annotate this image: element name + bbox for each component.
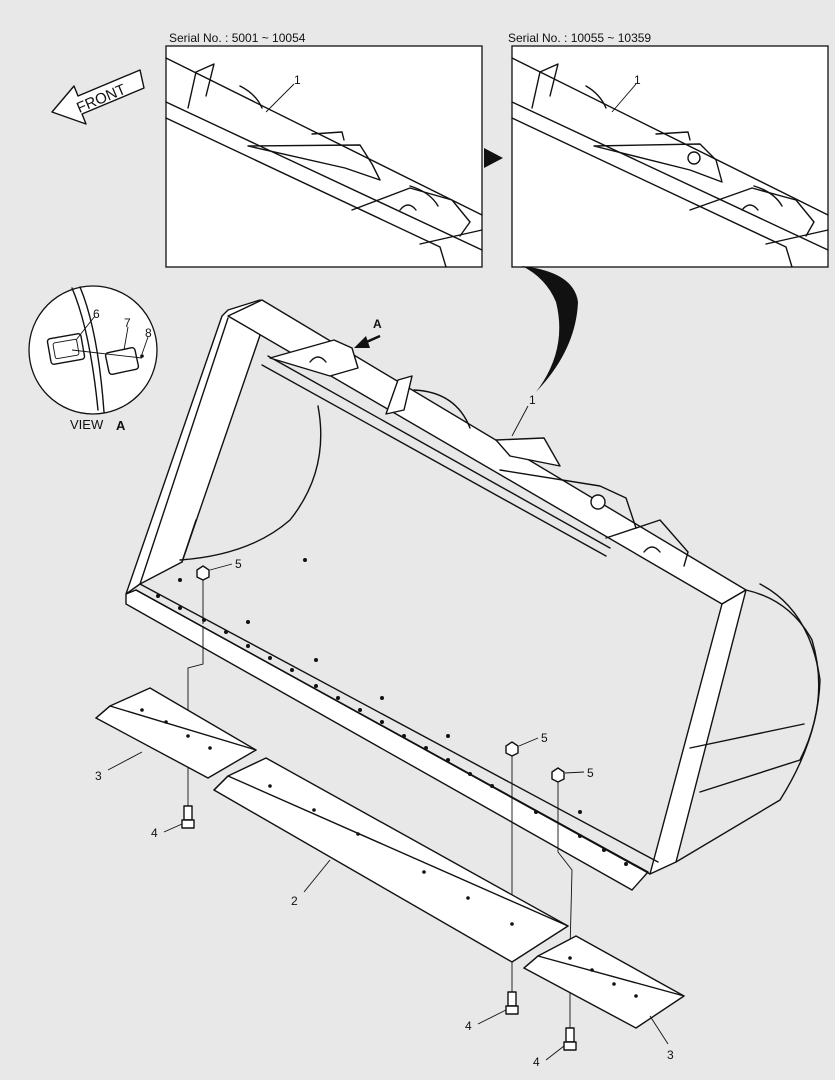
nut-5b: 5 (505, 731, 548, 757)
view-a-label: VIEW (70, 417, 104, 432)
nut-5c: 5 (551, 766, 594, 783)
bolt-4b: 4 (465, 991, 519, 1033)
callout-5b: 5 (541, 731, 548, 745)
cutting-edge-3a: 3 (95, 687, 257, 783)
view-a-marker: A (354, 317, 382, 348)
view-a-letter: A (116, 418, 126, 433)
callout-1: 1 (529, 393, 536, 407)
callout-5a: 5 (235, 557, 242, 571)
callout-3a: 3 (95, 769, 102, 783)
view-a-callout-8: 8 (145, 326, 152, 340)
bolt-4a: 4 (151, 805, 195, 840)
view-a-callout-7: 7 (124, 316, 131, 330)
view-a-detail: 6 7 8 (28, 285, 158, 415)
view-a-callout-6: 6 (93, 307, 100, 321)
lip-holes (156, 558, 628, 866)
callout-4c: 4 (533, 1055, 540, 1069)
cutting-edge-2: 2 (213, 757, 569, 963)
arrow-right-icon (484, 148, 503, 168)
view-a-marker-letter: A (373, 317, 382, 331)
nut-5a: 5 (196, 557, 242, 624)
detail-left-callout: 1 (294, 73, 301, 87)
front-arrow-icon: FRONT (51, 69, 145, 125)
detail-panel-left: 1 (165, 45, 483, 268)
callout-5c: 5 (587, 766, 594, 780)
detail-right-caption: Serial No. : 10055 ~ 10359 (508, 31, 652, 45)
callout-3b: 3 (667, 1048, 674, 1062)
callout-2: 2 (291, 894, 298, 908)
detail-left-caption: Serial No. : 5001 ~ 10054 (169, 31, 306, 45)
detail-panel-right: 1 (511, 45, 829, 268)
callout-1-leader (511, 405, 529, 437)
detail-link-swoosh (522, 266, 578, 392)
bolt-4c: 4 (533, 1027, 577, 1069)
callout-4a: 4 (151, 826, 158, 840)
bucket-body (125, 299, 821, 891)
detail-right-callout: 1 (634, 73, 641, 87)
cutting-edge-3b: 3 (523, 935, 685, 1062)
callout-4b: 4 (465, 1019, 472, 1033)
